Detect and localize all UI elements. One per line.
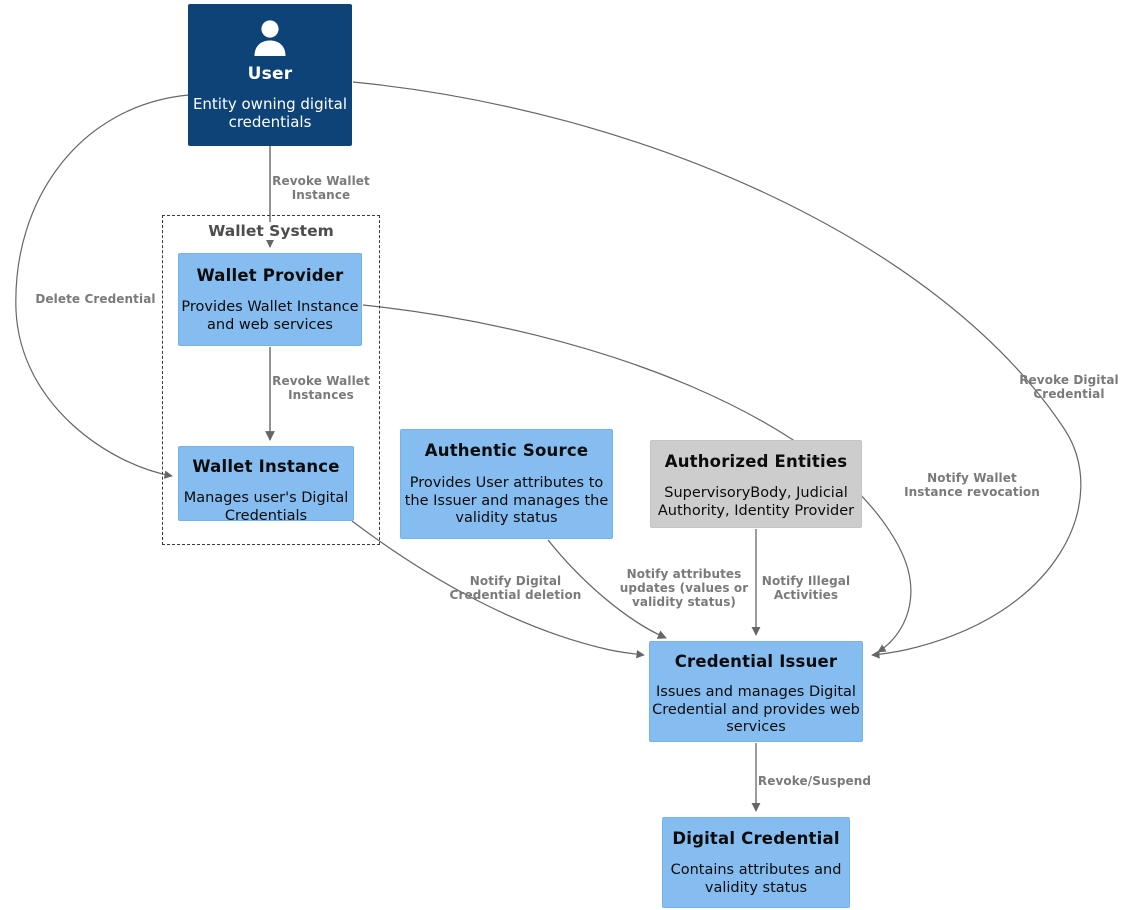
edge-label-notify-digital-credential-deletion: Notify Digital Credential deletion: [449, 574, 582, 603]
node-user-title: User: [247, 64, 293, 84]
node-authorized-entities-title: Authorized Entities: [664, 452, 848, 471]
node-wallet-provider-title: Wallet Provider: [196, 266, 344, 285]
node-credential-issuer[interactable]: Credential Issuer Issues and manages Dig…: [649, 641, 863, 742]
node-credential-issuer-desc: Issues and manages Digital Credential an…: [652, 684, 860, 736]
edge-label-revoke-digital-credential: Revoke Digital Credential: [1019, 373, 1119, 402]
edge-label-notify-wallet-instance-revocation: Notify Wallet Instance revocation: [904, 471, 1040, 500]
edge-label-delete-credential: Delete Credential: [35, 292, 156, 306]
node-wallet-instance-desc: Manages user's Digital Credentials: [183, 490, 349, 524]
node-digital-credential[interactable]: Digital Credential Contains attributes a…: [662, 817, 850, 908]
edge-label-revoke-suspend: Revoke/Suspend: [757, 774, 872, 788]
node-wallet-provider[interactable]: Wallet Provider Provides Wallet Instance…: [178, 253, 362, 346]
group-wallet-system-label: Wallet System: [163, 222, 379, 240]
node-wallet-instance[interactable]: Wallet Instance Manages user's Digital C…: [178, 446, 354, 524]
node-wallet-provider-desc: Provides Wallet Instance and web service…: [181, 299, 359, 333]
node-authorized-entities[interactable]: Authorized Entities SupervisoryBody, Jud…: [650, 440, 862, 528]
node-digital-credential-title: Digital Credential: [672, 829, 840, 848]
node-wallet-instance-title: Wallet Instance: [192, 457, 340, 476]
edge-label-notify-illegal-activities: Notify Illegal Activities: [761, 574, 851, 603]
node-user-desc: Entity owning digital credentials: [192, 95, 348, 132]
node-authentic-source-title: Authentic Source: [424, 441, 589, 460]
edge-label-revoke-wallet-instance: Revoke Wallet Instance: [272, 174, 370, 203]
node-authorized-entities-desc: SupervisoryBody, Judicial Authority, Ide…: [657, 485, 855, 519]
edge-label-notify-attributes-updates: Notify attributes updates (values or val…: [619, 567, 749, 610]
node-digital-credential-desc: Contains attributes and validity status: [670, 862, 842, 896]
node-authentic-source[interactable]: Authentic Source Provides User attribute…: [400, 429, 613, 539]
group-wallet-system: Wallet System: [162, 215, 380, 545]
node-credential-issuer-title: Credential Issuer: [674, 652, 838, 671]
node-user[interactable]: User Entity owning digital credentials: [188, 4, 352, 146]
person-icon: [249, 16, 291, 62]
edge-label-revoke-wallet-instances: Revoke Wallet Instances: [272, 374, 370, 403]
node-authentic-source-desc: Provides User attributes to the Issuer a…: [404, 475, 609, 527]
